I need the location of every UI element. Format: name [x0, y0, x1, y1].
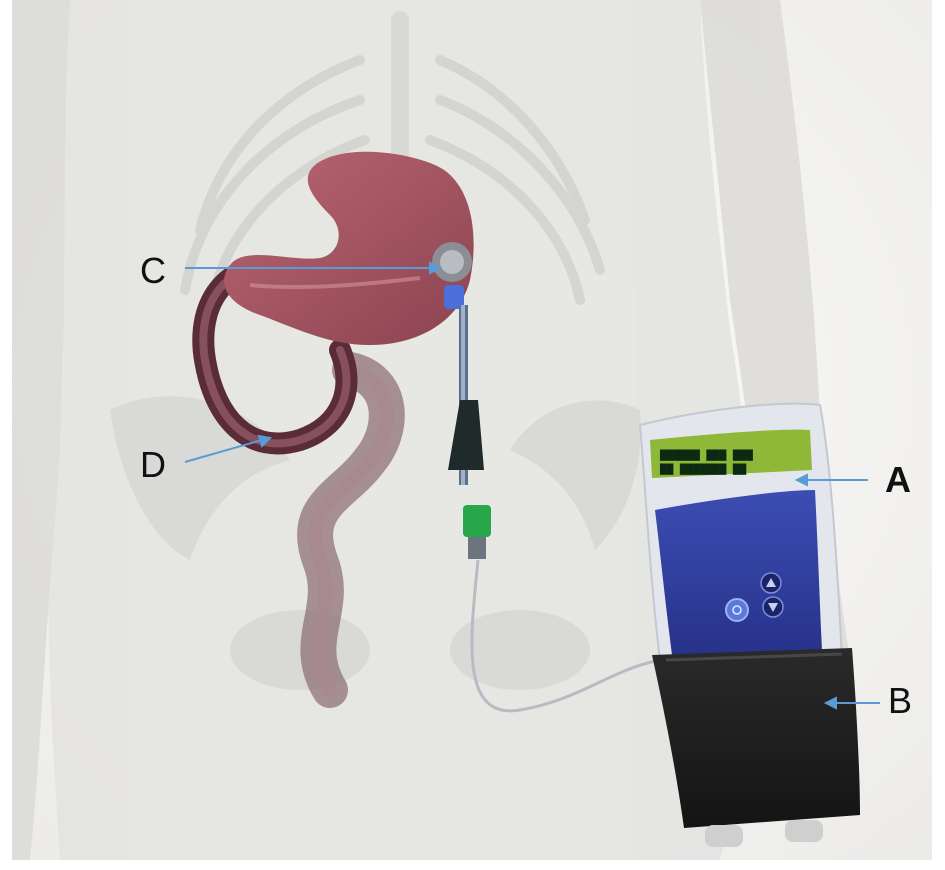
pump-power-button[interactable]: [726, 599, 748, 621]
pump-control-panel: [655, 490, 822, 655]
label-b: B: [888, 683, 912, 719]
label-c: C: [140, 253, 166, 289]
pump-unit: ▇▇▇▇▇▇ ▇▇▇ ▇▇▇ ▇▇ ▇▇▇▇▇▇▇ ▇▇: [640, 404, 842, 660]
lcd-text-top: ▇▇▇▇▇▇ ▇▇▇ ▇▇▇: [659, 448, 753, 461]
label-d: D: [140, 447, 166, 483]
lcd-text-bottom: ▇▇ ▇▇▇▇▇▇▇ ▇▇: [659, 462, 746, 475]
reservoir-cartridge: [652, 648, 860, 847]
label-a: A: [885, 462, 911, 498]
